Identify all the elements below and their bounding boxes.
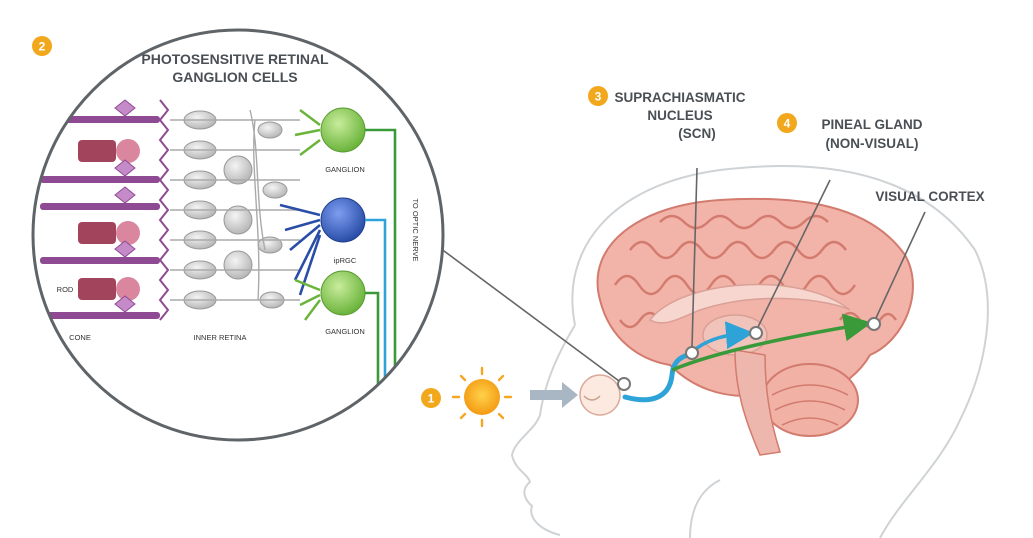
zoom-leader — [439, 247, 620, 382]
brain — [596, 197, 914, 456]
step-badge-3: 3 — [588, 86, 608, 106]
visual-pathway — [671, 313, 872, 372]
photoreceptors — [40, 99, 170, 321]
ganglion-cell-top — [294, 107, 366, 156]
axon-top — [365, 128, 397, 440]
label-ganglion-bottom: GANGLION — [325, 327, 365, 336]
label-optic-nerve: TO OPTIC NERVE — [411, 198, 420, 261]
axon-iprgc — [365, 218, 387, 440]
label-ganglion-top: GANGLION — [325, 165, 365, 174]
pineal-leader — [757, 179, 831, 328]
step-badge-1: 1 — [421, 388, 441, 408]
scn-leader — [691, 167, 698, 348]
label-scn-line1: SUPRACHIASMATIC — [615, 90, 746, 105]
svg-text:3: 3 — [595, 90, 602, 104]
label-pineal-line2: (NON-VISUAL) — [826, 136, 919, 151]
sun-icon — [451, 366, 513, 428]
svg-text:1: 1 — [428, 392, 435, 406]
svg-text:4: 4 — [784, 117, 791, 131]
retina-magnifier-border — [31, 28, 445, 442]
label-rod: ROD — [57, 285, 74, 294]
light-arrow — [530, 382, 578, 408]
iprgc-cell — [279, 197, 366, 296]
eye — [579, 374, 621, 416]
scn-marker — [685, 346, 699, 360]
retina-title-line2: GANGLION CELLS — [172, 69, 297, 85]
cortex-marker — [867, 317, 881, 331]
label-scn-line3: (SCN) — [678, 126, 716, 141]
pineal-marker — [749, 326, 763, 340]
retinohypothalamic-tract — [622, 351, 695, 403]
label-inner-retina: INNER RETINA — [194, 333, 247, 342]
eye-marker — [617, 377, 631, 391]
label-scn-line2: NUCLEUS — [647, 108, 712, 123]
label-visual-cortex: VISUAL CORTEX — [875, 189, 984, 204]
neck-outline — [689, 479, 721, 538]
label-pineal-line1: PINEAL GLAND — [821, 117, 922, 132]
step-badge-2: 2 — [32, 36, 52, 56]
step-badge-4: 4 — [777, 113, 797, 133]
retina-title-line1: PHOTOSENSITIVE RETINAL — [141, 51, 329, 67]
svg-text:2: 2 — [39, 40, 46, 54]
label-cone: CONE — [69, 333, 91, 342]
label-iprgc: ipRGC — [334, 256, 357, 265]
cortex-leader — [875, 211, 926, 319]
ganglion-cell-bottom — [294, 270, 366, 321]
